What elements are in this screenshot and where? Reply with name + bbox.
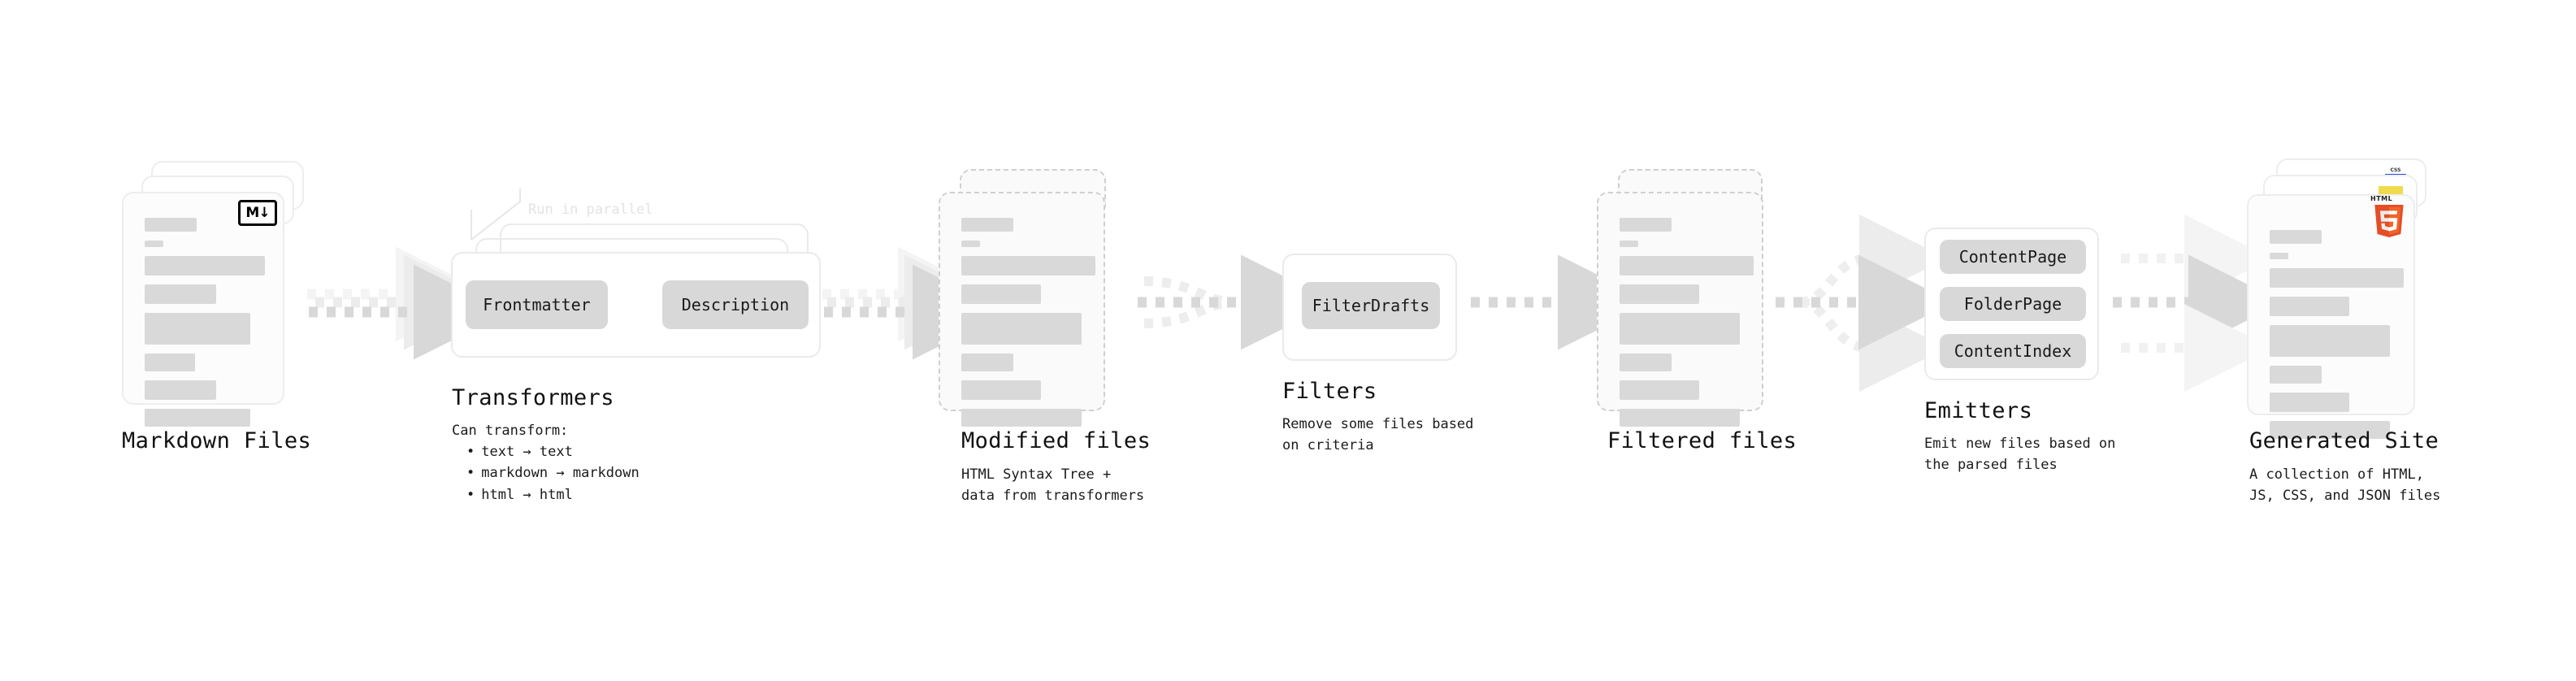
markdown-icon: M↓ — [238, 200, 277, 226]
filter-node-filterdrafts[interactable]: FilterDrafts — [1302, 282, 1440, 329]
filtered-files-caption: Filtered files — [1607, 428, 1798, 453]
generated-site-caption: Generated Site — [2249, 428, 2439, 453]
emitter-node-folderpage[interactable]: FolderPage — [1940, 287, 2086, 321]
arrow-transformers-to-modified — [822, 246, 1008, 360]
arrow-emitters-to-site — [2113, 215, 2283, 392]
stage-generated-site: CSS HTML — [2247, 158, 2458, 439]
transformers-caption: Transformers — [452, 385, 614, 410]
transform-item: markdown → markdown — [466, 462, 639, 484]
modified-card-front[interactable] — [939, 192, 1105, 427]
transformer-node-description[interactable]: Description — [662, 280, 809, 329]
filters-sub: Remove some files based on criteria — [1282, 416, 1474, 453]
site-card-front[interactable]: HTML — [2247, 194, 2415, 439]
arrow-modified-to-filters — [1138, 254, 1336, 350]
markdown-skeleton-rows — [145, 218, 265, 436]
arrow-markdown-to-transformers — [307, 246, 509, 360]
stage-transformers: Frontmatter Description — [443, 207, 833, 370]
emitter-node-contentpage[interactable]: ContentPage — [1940, 240, 2086, 274]
parallel-leader-line — [471, 189, 521, 241]
stage-filtered-files — [1597, 169, 1792, 429]
emitters-caption: Emitters — [1924, 398, 2033, 423]
html5-label: HTML — [2370, 195, 2393, 202]
transform-item: text → text — [466, 441, 640, 462]
stage-modified-files — [939, 169, 1134, 429]
html5-icon — [2374, 205, 2404, 237]
emitters-sub: Emit new files based on the parsed files — [1924, 436, 2116, 473]
transformer-panel-front[interactable]: Frontmatter Description — [451, 252, 821, 358]
modified-skeleton-rows — [961, 218, 1095, 436]
transformer-node-frontmatter[interactable]: Frontmatter — [466, 280, 608, 329]
markdown-files-caption: Markdown Files — [122, 428, 312, 453]
emitter-node-contentindex[interactable]: ContentIndex — [1940, 334, 2086, 368]
transformers-transform-list: text → text markdown → markdown html → h… — [452, 441, 640, 505]
run-in-parallel-label: Run in parallel — [528, 202, 653, 218]
transformers-sub-heading: Can transform: — [452, 423, 569, 439]
stage-filters-panel[interactable]: FilterDrafts — [1282, 254, 1457, 361]
stage-markdown-files: M↓ — [122, 161, 317, 427]
markdown-card-front[interactable] — [122, 192, 284, 427]
filtered-skeleton-rows — [1620, 218, 1754, 436]
transform-item: html → html — [466, 484, 640, 505]
modified-files-sub: HTML Syntax Tree + data from transformer… — [961, 466, 1145, 504]
arrow-filtered-to-emitters — [1776, 215, 1954, 392]
filters-caption: Filters — [1282, 379, 1377, 404]
stage-emitters-panel[interactable]: ContentPage FolderPage ContentIndex — [1924, 228, 2099, 380]
generated-site-sub: A collection of HTML, JS, CSS, and JSON … — [2249, 466, 2441, 504]
filtered-card-front[interactable] — [1597, 192, 1763, 427]
site-skeleton-rows — [2270, 230, 2404, 448]
modified-files-caption: Modified files — [961, 428, 1151, 453]
